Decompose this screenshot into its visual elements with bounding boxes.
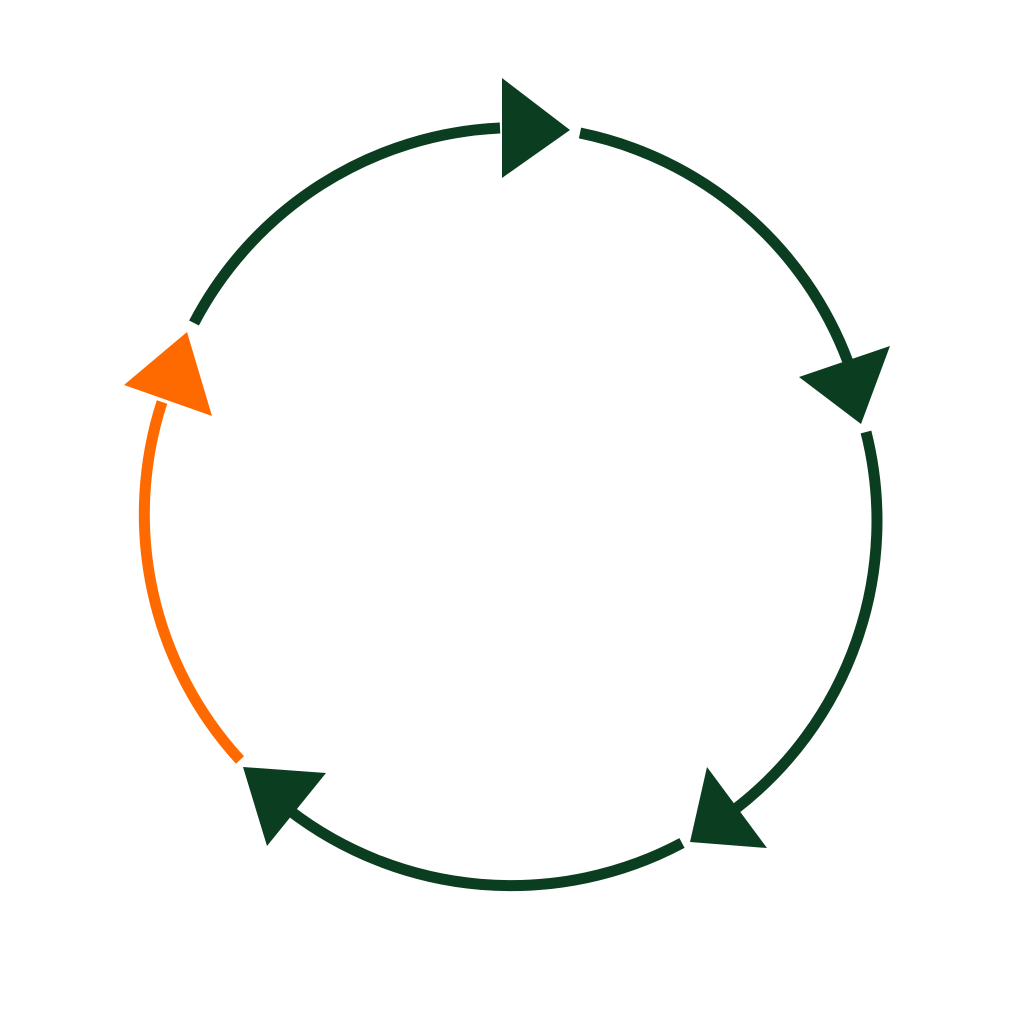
cycle-arc-right xyxy=(730,430,883,815)
arrowhead-bottom-right-icon xyxy=(690,767,767,848)
cycle-arc-top-left xyxy=(189,122,501,326)
cycle-arc-top-right xyxy=(578,127,854,364)
cycle-arc-left-highlighted xyxy=(138,400,245,764)
arrowhead-bottom-left-icon xyxy=(243,767,326,846)
arrowhead-top-icon xyxy=(502,78,570,178)
arrowhead-right-icon xyxy=(799,346,890,424)
arrowhead-left-highlighted-icon xyxy=(124,332,212,416)
cycle-arc-bottom xyxy=(285,805,685,892)
